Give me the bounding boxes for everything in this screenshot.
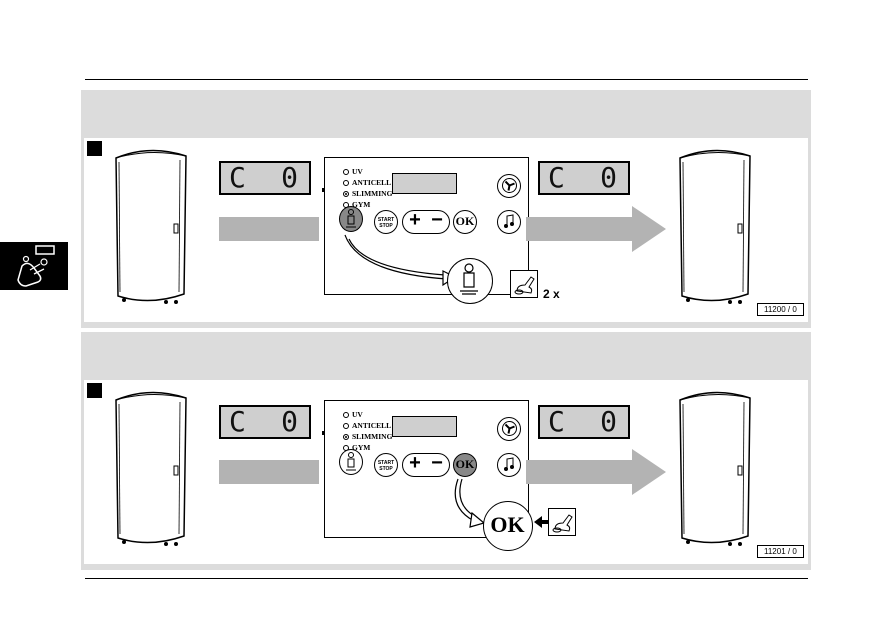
music-button[interactable] <box>497 453 521 477</box>
cabin-right <box>679 149 751 304</box>
grey-bar <box>219 460 319 484</box>
panel-1-content: C 0 UV ANTICELL SLIMMING GYM <box>84 138 808 322</box>
music-icon <box>503 214 514 228</box>
panel-display-window <box>392 416 457 437</box>
led-active-icon <box>343 433 349 440</box>
fan-icon <box>501 178 517 193</box>
step-marker <box>87 141 102 156</box>
display-before: C 0 <box>219 161 311 195</box>
program-anticell[interactable]: ANTICELL <box>343 420 392 431</box>
fan-icon <box>501 421 517 436</box>
led-icon <box>343 179 349 186</box>
user-in-cabin-icon <box>346 452 356 471</box>
program-anticell[interactable]: ANTICELL <box>343 177 392 188</box>
figure-reference: 11201 / 0 <box>757 545 804 558</box>
display-right-char: 0 <box>281 161 299 194</box>
figure-reference: 11200 / 0 <box>757 303 804 316</box>
grey-bar <box>219 217 319 241</box>
cabin-left <box>115 391 187 546</box>
plus-minus-rocker <box>402 210 450 234</box>
progress-arrow <box>526 206 666 252</box>
led-active-icon <box>343 190 349 197</box>
step-marker <box>87 383 102 398</box>
user-in-cabin-icon <box>346 209 356 228</box>
display-before: C 0 <box>219 405 311 439</box>
user-button[interactable] <box>339 449 363 475</box>
panel-display-window <box>392 173 457 194</box>
ok-zoom-label: OK <box>490 512 525 537</box>
program-list: UV ANTICELL SLIMMING GYM <box>343 409 392 453</box>
led-icon <box>343 168 349 175</box>
music-button[interactable] <box>497 210 521 234</box>
display-right-char: 0 <box>600 161 618 194</box>
bottom-rule <box>85 578 808 579</box>
display-left-char: C <box>229 405 247 438</box>
ok-button-zoom: OK <box>483 501 533 551</box>
minus-button[interactable]: − <box>431 209 443 231</box>
callout-arrow <box>344 234 457 287</box>
top-rule <box>85 79 808 80</box>
hand-press-icon <box>548 508 576 536</box>
display-right-char: 0 <box>281 405 299 438</box>
press-count: 2 x <box>543 287 560 301</box>
cabin-left <box>115 149 187 304</box>
plus-button[interactable]: + <box>409 209 421 231</box>
fan-button[interactable] <box>497 417 521 441</box>
led-icon <box>343 411 349 418</box>
section-tab <box>0 242 68 290</box>
program-uv[interactable]: UV <box>343 409 392 420</box>
display-after: C 0 <box>538 405 630 439</box>
pointer-arrow-icon <box>534 516 550 528</box>
callout-arrow <box>454 478 486 528</box>
display-left-char: C <box>229 161 247 194</box>
step-panel-1: C 0 UV ANTICELL SLIMMING GYM <box>81 90 811 328</box>
led-icon <box>343 422 349 429</box>
ok-button[interactable]: OK <box>453 210 477 234</box>
program-slimming[interactable]: SLIMMING <box>343 188 392 199</box>
program-slimming[interactable]: SLIMMING <box>343 431 392 442</box>
plus-button[interactable]: + <box>409 452 421 474</box>
program-list: UV ANTICELL SLIMMING GYM <box>343 166 392 210</box>
ok-button[interactable]: OK <box>453 453 477 477</box>
plus-minus-rocker <box>402 453 450 477</box>
user-in-cabin-icon <box>460 263 478 295</box>
hand-control-panel-icon <box>17 245 55 287</box>
user-button[interactable] <box>339 206 363 232</box>
progress-arrow <box>526 449 666 495</box>
user-button-zoom <box>447 258 493 304</box>
program-uv[interactable]: UV <box>343 166 392 177</box>
display-left-char: C <box>548 405 566 438</box>
display-left-char: C <box>548 161 566 194</box>
music-icon <box>503 457 514 471</box>
minus-button[interactable]: − <box>431 452 443 474</box>
cabin-right <box>679 391 751 546</box>
hand-press-icon <box>510 270 538 298</box>
fan-button[interactable] <box>497 174 521 198</box>
display-right-char: 0 <box>600 405 618 438</box>
display-after: C 0 <box>538 161 630 195</box>
